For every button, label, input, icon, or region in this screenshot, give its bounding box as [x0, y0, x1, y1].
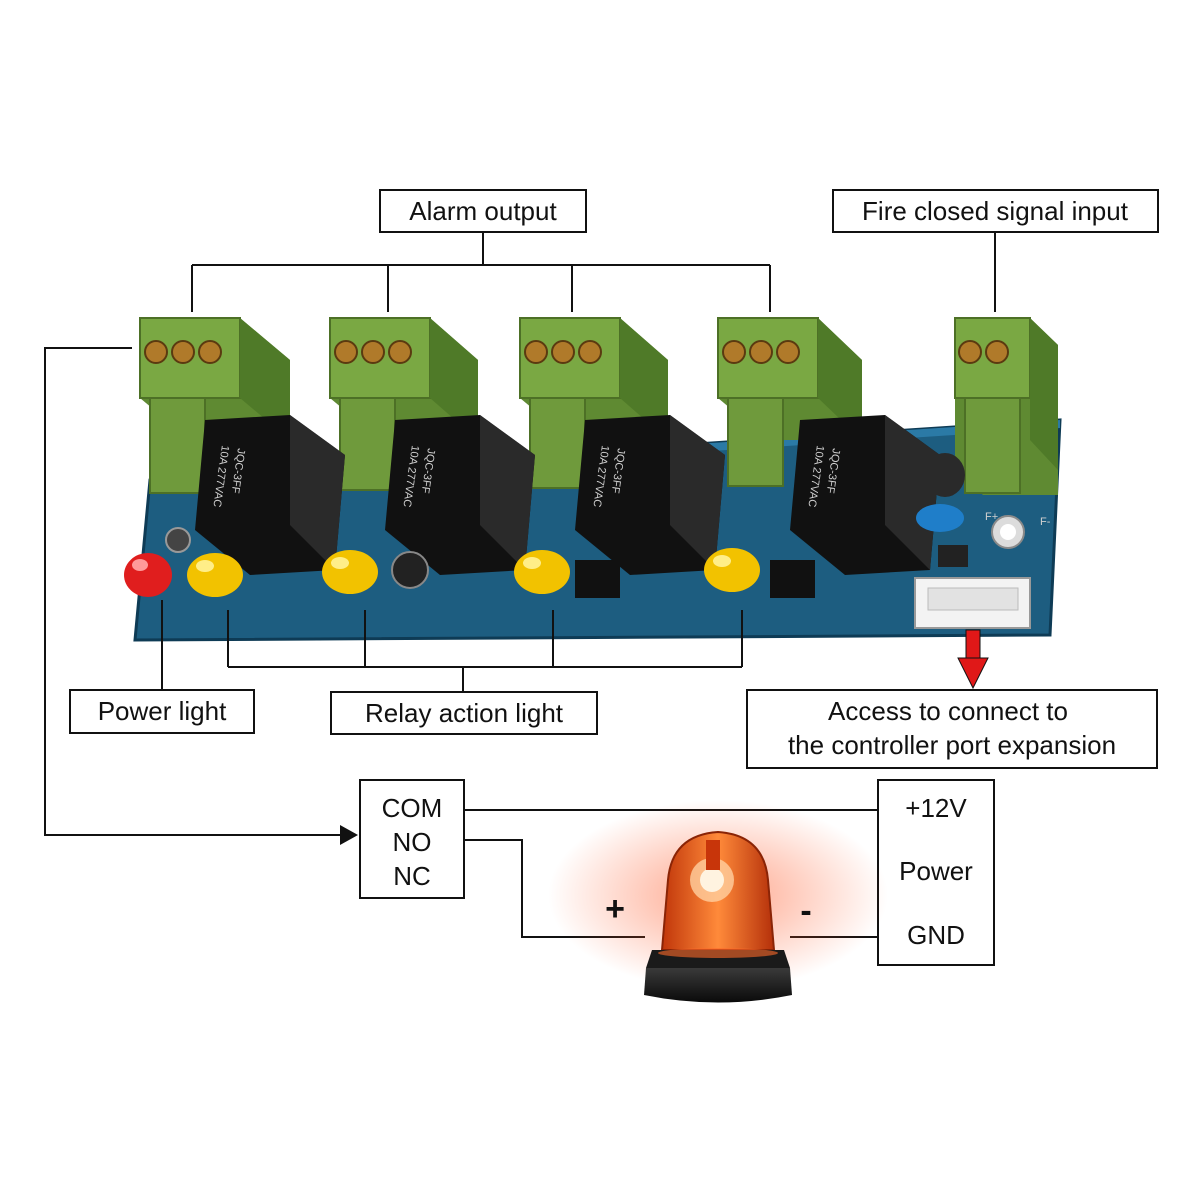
relay-3: JQC-3FF 10A 277VAC [575, 415, 725, 575]
relay-light-label: Relay action light [330, 691, 598, 735]
power-led [124, 553, 172, 597]
relay-1: JQC-3FF 10A 277VAC [195, 415, 345, 575]
fire-input-terminal [954, 317, 1058, 495]
relay-led-3 [514, 550, 570, 594]
svg-text:F-: F- [1040, 516, 1051, 528]
relay-2: JQC-3FF 10A 277VAC [385, 415, 535, 575]
alarm-output-leader [191, 232, 771, 312]
terminal-block-2 [329, 317, 478, 491]
beacon-minus-sign: - [800, 892, 811, 930]
relay-light-text: Relay action light [365, 698, 564, 728]
alarm-output-label: Alarm output [379, 189, 587, 233]
com-text: COM [382, 793, 443, 823]
no-text: NO [393, 827, 432, 857]
beacon-plus-sign: + [605, 890, 625, 928]
alarm-output-text: Alarm output [409, 196, 557, 226]
access-line2-text: the controller port expansion [788, 730, 1116, 760]
terminal-block-1 [139, 317, 290, 494]
relay-contact-box: COM NO NC [359, 779, 465, 899]
gnd-text: GND [907, 920, 965, 950]
pcb-components [165, 453, 1031, 629]
relay-4: JQC-3FF 10A 277VAC [790, 415, 940, 575]
nc-text: NC [393, 861, 431, 891]
relay-led-4 [704, 548, 760, 592]
relay-led-2 [322, 550, 378, 594]
power-light-text: Power light [98, 696, 227, 726]
power-light-label: Power light [69, 689, 255, 734]
red-down-arrow [957, 629, 989, 690]
alarm-beacon [548, 800, 888, 1003]
fire-input-label: Fire closed signal input [832, 189, 1159, 233]
svg-text:F+: F+ [985, 511, 998, 523]
access-label: Access to connect to the controller port… [746, 689, 1158, 769]
relay-led-1 [187, 553, 243, 597]
plus12v-text: +12V [905, 793, 967, 823]
terminal-block-3 [519, 317, 668, 489]
access-line1-text: Access to connect to [828, 696, 1068, 726]
com-wire [44, 347, 358, 845]
terminal-block-4 [717, 317, 862, 487]
power-text: Power [899, 856, 973, 886]
power-box: +12V Power GND [877, 779, 995, 966]
relay-light-leader [227, 610, 743, 692]
fire-input-text: Fire closed signal input [862, 196, 1129, 226]
